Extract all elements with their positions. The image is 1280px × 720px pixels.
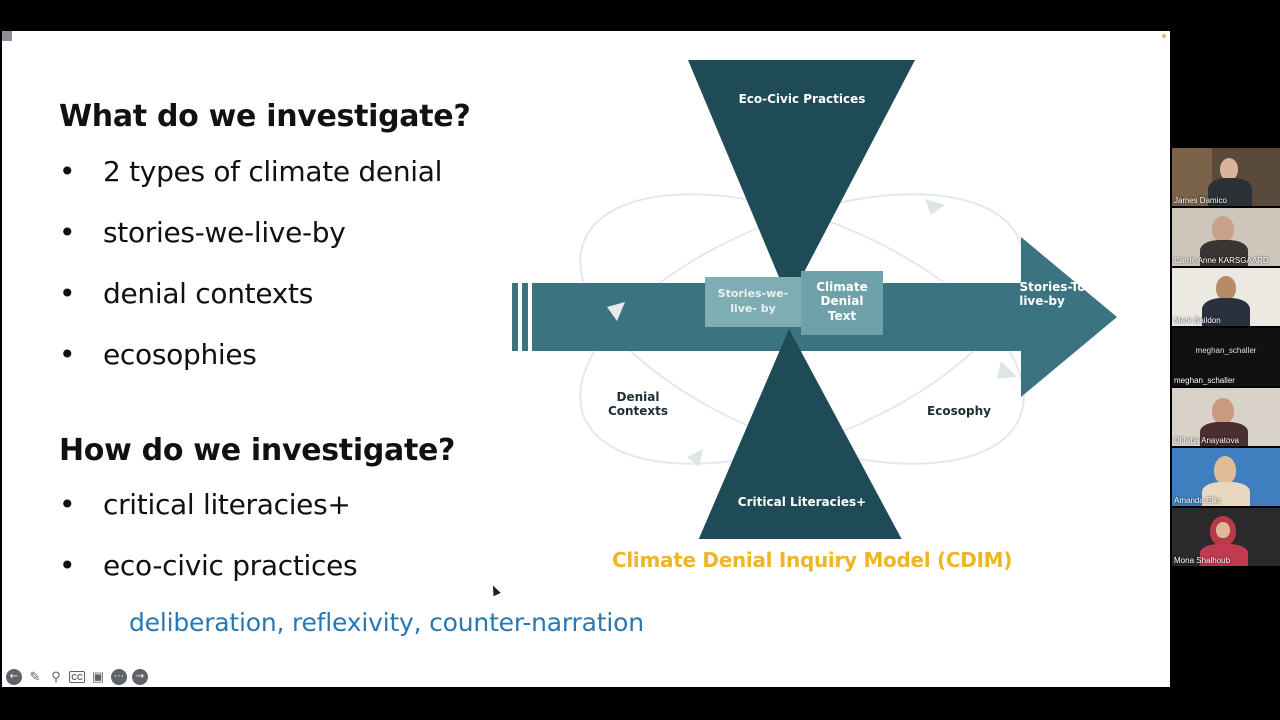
- participant-label: meghan_schaller: [1195, 346, 1257, 355]
- label-ecosophy: Ecosophy: [927, 404, 991, 418]
- participant-tile[interactable]: Amanda Ellis: [1172, 448, 1280, 506]
- label-critical-literacies: Critical Literacies+: [738, 495, 866, 509]
- arrow-tail-stripe: [522, 283, 528, 351]
- participant-tile[interactable]: Carrie Anne KARSGAARD: [1172, 208, 1280, 266]
- participant-tile[interactable]: Mona Shalhoub: [1172, 508, 1280, 566]
- status-dot-icon: [1162, 34, 1166, 38]
- bullet-text: denial contexts: [103, 277, 313, 310]
- bullet-item: • ecosophies: [59, 338, 257, 371]
- bullet-text: eco-civic practices: [103, 549, 358, 582]
- participant-name: meghan_schaller: [1174, 376, 1235, 385]
- heading-how: How do we investigate?: [59, 433, 456, 468]
- heading-what: What do we investigate?: [59, 99, 471, 134]
- camera-off-icon[interactable]: ▣: [91, 669, 105, 684]
- label-denial-1: Denial: [617, 390, 660, 404]
- bullet-item: • eco-civic practices: [59, 549, 358, 582]
- bullet-item: • stories-we-live-by: [59, 216, 346, 249]
- participant-tile[interactable]: Dilraba Anayatova: [1172, 388, 1280, 446]
- model-caption: Climate Denial Inquiry Model (CDIM): [612, 548, 1013, 572]
- bullet-text: stories-we-live-by: [103, 216, 346, 249]
- slide-menu-icon[interactable]: [2, 31, 12, 41]
- participant-name: Mona Shalhoub: [1174, 556, 1231, 565]
- bullet-dot: •: [59, 549, 76, 582]
- orbit-arrowhead-icon: [687, 449, 703, 467]
- cc-icon[interactable]: CC: [69, 671, 85, 683]
- bullet-item: • critical literacies+: [59, 488, 351, 521]
- bullet-dot: •: [59, 338, 76, 371]
- orbit-arrowhead-icon: [925, 199, 945, 215]
- bullet-text: 2 types of climate denial: [103, 155, 443, 188]
- participant-tile[interactable]: Mark Baildon: [1172, 268, 1280, 326]
- participant-tile[interactable]: James Damico: [1172, 148, 1280, 206]
- participant-name: Dilraba Anayatova: [1174, 436, 1239, 445]
- zoom-icon[interactable]: ⚲: [51, 669, 61, 684]
- participant-gallery: James Damico Carrie Anne KARSGAARD Mark …: [1172, 148, 1280, 568]
- bookshelf-bg: [1172, 148, 1212, 206]
- label-eco-civic: Eco-Civic Practices: [739, 92, 866, 106]
- top-triangle: [688, 60, 915, 301]
- back-icon[interactable]: ←: [6, 669, 22, 685]
- label-box-right-3: Text: [828, 309, 856, 323]
- participant-name: James Damico: [1174, 196, 1227, 205]
- label-box-right-2: Denial: [821, 294, 864, 308]
- forward-icon[interactable]: →: [132, 669, 148, 685]
- label-denial-2: Contexts: [608, 404, 668, 418]
- participant-name: Carrie Anne KARSGAARD: [1174, 256, 1269, 265]
- bullet-item: • 2 types of climate denial: [59, 155, 442, 188]
- bullet-text: critical literacies+: [103, 488, 351, 521]
- bullet-dot: •: [59, 277, 76, 310]
- label-stories-to-2: live-by: [1019, 294, 1065, 308]
- bullet-item: • denial contexts: [59, 277, 313, 310]
- label-box-right-1: Climate: [816, 280, 868, 294]
- participant-tile[interactable]: meghan_schaller meghan_schaller: [1172, 328, 1280, 386]
- more-icon[interactable]: ⋯: [111, 669, 127, 685]
- mouse-cursor-icon: [489, 583, 501, 597]
- label-box-left-2: live- by: [730, 302, 776, 315]
- box-stories-we-live-by: [705, 277, 801, 327]
- orbit-arrowhead-icon: [997, 361, 1017, 379]
- methods-subline: deliberation, reflexivity, counter-narra…: [129, 608, 644, 637]
- label-stories-to-1: Stories-To-: [1020, 280, 1091, 294]
- bullet-text: ecosophies: [103, 338, 257, 371]
- arrow-tail-stripe: [512, 283, 518, 351]
- label-box-left-1: Stories-we-: [718, 287, 789, 300]
- participant-name: Mark Baildon: [1174, 316, 1221, 325]
- bullet-dot: •: [59, 155, 76, 188]
- slide-toolbar: ← ✎ ⚲ CC ▣ ⋯ →: [6, 669, 148, 685]
- orbit-arrowhead-icon: [607, 302, 625, 321]
- bottom-triangle: [698, 329, 902, 539]
- box-climate-denial-text: [801, 271, 883, 335]
- cdim-diagram: Eco-Civic Practices Critical Literacies+…: [512, 60, 1117, 539]
- bullet-dot: •: [59, 216, 76, 249]
- participant-name: Amanda Ellis: [1174, 496, 1221, 505]
- bullet-dot: •: [59, 488, 76, 521]
- presentation-slide: What do we investigate? • 2 types of clim…: [2, 31, 1170, 687]
- pencil-icon[interactable]: ✎: [29, 669, 41, 684]
